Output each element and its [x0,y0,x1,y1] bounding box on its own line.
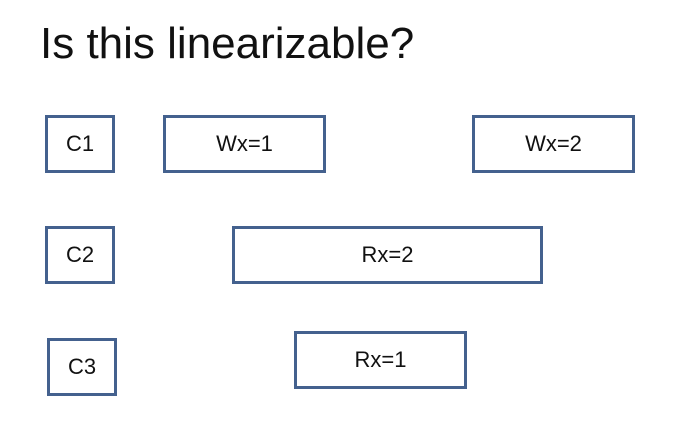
client-c1-text: C1 [65,131,95,156]
operation-c2-read-x2-text: Rx=2 [361,242,414,267]
operation-c3-read-x1: Rx=1 [294,331,467,389]
operation-c1-write-x2: Wx=2 [472,115,635,173]
client-c3-text: C3 [67,354,97,379]
operation-c1-write-x1: Wx=1 [163,115,326,173]
client-c2-label: C2 [45,226,115,284]
operation-c3-read-x1-text: Rx=1 [354,347,407,372]
operation-c1-write-x1-text: Wx=1 [216,131,273,156]
operation-c1-write-x2-text: Wx=2 [525,131,582,156]
client-c1-label: C1 [45,115,115,173]
diagram-title: Is this linearizable? [40,19,415,68]
client-c2-text: C2 [65,242,95,267]
client-c3-label: C3 [47,338,117,396]
operation-c2-read-x2: Rx=2 [232,226,543,284]
